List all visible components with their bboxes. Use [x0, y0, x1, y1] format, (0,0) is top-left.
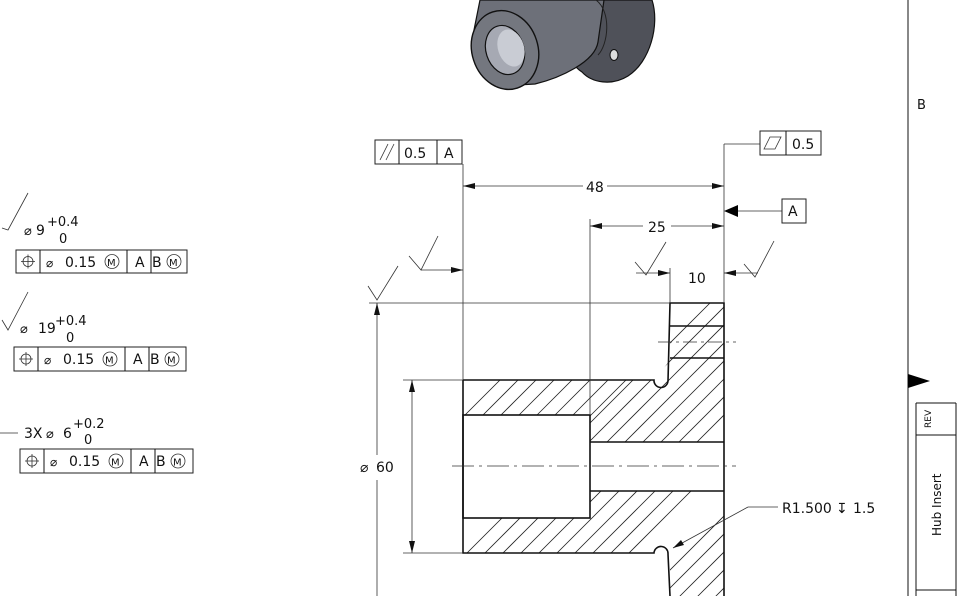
zone-arrow-marker [908, 374, 930, 388]
title-part-name: Hub Insert [930, 473, 944, 536]
dim-bore-depth: 25 [590, 220, 724, 236]
callout-3-size: 6 [63, 426, 72, 442]
flatness-icon [763, 136, 782, 150]
section-hatching-bottom [463, 491, 724, 596]
datum-a-feature: A [724, 198, 807, 224]
flatness-fcf: 0.5 [724, 130, 822, 156]
mmc-icon [102, 351, 118, 367]
isometric-part-view [470, 0, 656, 91]
svg-text:⌀: ⌀ [24, 224, 32, 239]
section-hatching-top [463, 303, 724, 442]
callout-1-size: 9 [36, 223, 45, 239]
callout-1-tol-lower: 0 [59, 232, 67, 247]
fcf-3-datum-b: B [156, 454, 166, 470]
parallelism-tolerance: 0.5 [404, 146, 426, 162]
depth-icon: ↧ [836, 501, 848, 517]
drawing-border [907, 0, 957, 596]
fcf-2-tolerance: 0.15 [63, 352, 94, 368]
zone-letter: B [917, 98, 926, 113]
svg-text:⌀: ⌀ [360, 460, 369, 476]
callout-3-prefix: 3X [24, 426, 43, 442]
mmc-icon [104, 254, 120, 269]
svg-text:M: M [107, 258, 116, 269]
surface-finish-symbols [367, 235, 775, 301]
position-fcf-1: ⌀ 0.15 M A B M [15, 249, 188, 274]
svg-text:M: M [167, 356, 176, 367]
svg-text:⌀: ⌀ [20, 322, 28, 337]
datum-a-label: A [788, 204, 798, 220]
fcf-1-datum-a: A [135, 255, 145, 271]
position-fcf-2: ⌀ 0.15 M A B M [13, 346, 187, 372]
fcf-3-datum-a: A [139, 454, 149, 470]
svg-text:M: M [169, 258, 178, 269]
flatness-tolerance: 0.5 [792, 137, 814, 153]
section-outline [452, 302, 736, 597]
parallelism-icon [379, 143, 389, 161]
parallelism-fcf: 0.5 A [374, 139, 463, 165]
dim-25-label: 25 [648, 220, 666, 236]
radius-note: R1.500 ↧ 1.5 [672, 501, 875, 549]
callout-1-tol-upper: +0.4 [47, 215, 79, 230]
svg-text:⌀: ⌀ [46, 427, 54, 442]
hole-callout-3: 3X ⌀ 6 +0.2 0 ⌀ 0.15 M A B M [0, 417, 194, 474]
radius-label: R1.500 [782, 501, 832, 517]
dim-flange-width: 10 [636, 270, 758, 287]
callout-2-tol-lower: 0 [66, 331, 74, 346]
mmc-icon [170, 453, 186, 469]
extension-lines [369, 144, 725, 554]
radius-depth-label: 1.5 [853, 501, 875, 517]
parallelism-datum: A [444, 146, 454, 162]
hole-callout-1: ⌀ 9 +0.4 0 ⌀ 0.15 M A B M [1, 192, 188, 274]
mmc-icon [164, 351, 180, 367]
fcf-2-datum-b: B [150, 352, 160, 368]
svg-text:⌀: ⌀ [44, 353, 51, 367]
datum-triangle-icon [724, 205, 738, 217]
fcf-2-datum-a: A [133, 352, 143, 368]
dim-48-label: 48 [586, 180, 604, 196]
callout-2-tol-upper: +0.4 [55, 314, 87, 329]
title-rev-label: REV [924, 409, 934, 428]
hole-callout-2: ⌀ 19 +0.4 0 ⌀ 0.15 M A B M [1, 291, 187, 372]
fcf-1-tolerance: 0.15 [65, 255, 96, 271]
callout-3-tol-upper: +0.2 [73, 417, 105, 432]
dim-diameter: ⌀ 60 [360, 303, 415, 596]
dim-10-label: 10 [688, 271, 706, 287]
dim-60-label: 60 [376, 460, 394, 476]
fcf-1-datum-b: B [152, 255, 162, 271]
callout-3-tol-lower: 0 [84, 433, 92, 448]
svg-text:⌀: ⌀ [50, 455, 57, 469]
position-fcf-3: ⌀ 0.15 M A B M [19, 448, 194, 474]
svg-text:M: M [173, 458, 182, 469]
svg-text:⌀: ⌀ [46, 256, 53, 270]
mmc-icon [166, 254, 182, 269]
svg-text:M: M [111, 458, 120, 469]
svg-text:M: M [105, 356, 114, 367]
fcf-3-tolerance: 0.15 [69, 454, 100, 470]
dim-overall-length: 48 [463, 180, 724, 196]
callout-2-size: 19 [38, 321, 56, 337]
mmc-icon [108, 453, 124, 469]
